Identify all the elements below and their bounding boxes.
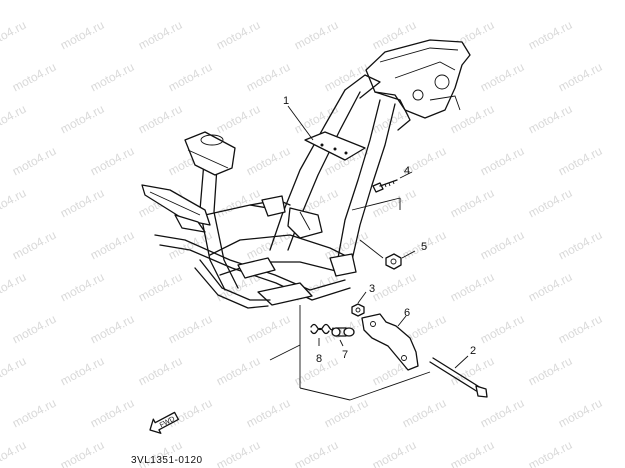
part-bracket-6 [361,313,419,371]
fwd-label: FWD [159,416,176,430]
part-nut-3 [351,291,367,317]
callout-2: 2 [470,345,476,357]
part-collar-7 [331,327,355,347]
main-frame [141,39,471,309]
callout-7: 7 [342,349,348,361]
diagram-code: 3VL1351-0120 [131,455,203,466]
assembly-lines [269,197,431,401]
part-long-bolt-2 [429,355,488,398]
part-nut-5 [385,250,416,270]
callout-8: 8 [316,353,322,365]
callout-5: 5 [421,241,427,253]
part-bolt-4 [372,171,413,193]
callout-6: 6 [404,307,410,319]
leader-line-1 [287,105,314,141]
callout-3: 3 [369,283,375,295]
fwd-arrow: FWD [149,411,180,434]
part-spring-8 [310,323,334,346]
callout-1: 1 [283,95,289,107]
callout-4: 4 [404,165,410,177]
